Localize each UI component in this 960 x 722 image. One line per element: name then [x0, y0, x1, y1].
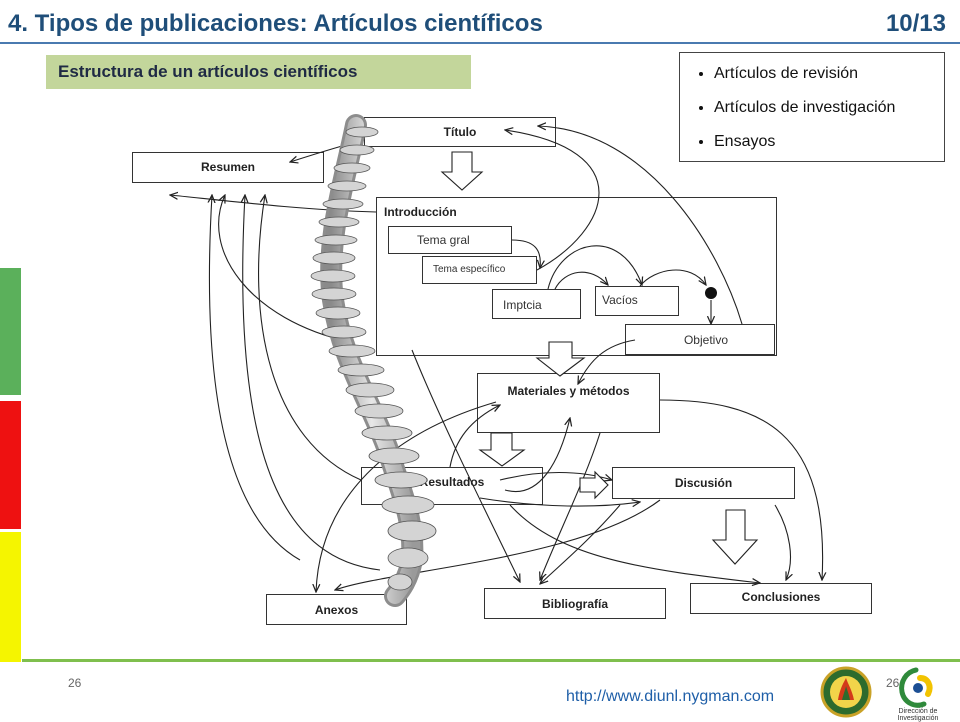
- node-anexos: Anexos: [266, 594, 407, 625]
- side-bar-yellow: [0, 532, 21, 662]
- side-bar-green: [0, 268, 21, 395]
- connector-discusion-biblio: [540, 504, 621, 584]
- block-arrow-discusion-conclusiones: [711, 509, 759, 565]
- connector-results-discusion-low: [479, 497, 640, 506]
- slide-page-number: 10/13: [885, 10, 946, 37]
- block-arrow-intro-materiales: [535, 341, 586, 377]
- slide-title: 4. Tipos de publicaciones: Artículos cie…: [8, 10, 543, 37]
- connector-discusion-conclusiones: [774, 504, 790, 580]
- side-bar-red: [0, 401, 21, 529]
- direccion-investigacion-label: Dirección de Investigación: [897, 708, 939, 722]
- connector-discusion-anexos: [335, 499, 661, 590]
- connector-left-big: [219, 195, 351, 343]
- connector-resultados-discusion: [499, 472, 612, 481]
- footer-divider: [22, 659, 960, 662]
- title-divider: [0, 42, 960, 44]
- article-types-box: Artículos de revisión Artículos de inves…: [679, 52, 945, 162]
- connector-objetivo-materiales: [578, 339, 636, 384]
- connector-anexos-resumen: [209, 195, 301, 561]
- node-objetivo: Objetivo: [625, 324, 775, 355]
- connector-intro-biblio: [411, 349, 520, 582]
- block-arrow-titulo-intro: [440, 151, 484, 191]
- node-imptcia: Imptcia: [492, 289, 581, 319]
- node-tema-gral: Tema gral: [388, 226, 512, 254]
- node-conclusiones: Conclusiones: [690, 583, 872, 614]
- list-item: Ensayos: [714, 131, 934, 153]
- footer-slide-number-left: 26: [68, 676, 82, 690]
- connector-temagral-temaesp: [511, 239, 540, 268]
- footer-url-link[interactable]: http://www.diunl.nygman.com: [566, 688, 775, 705]
- connector-imptcia-vacios: [554, 271, 608, 290]
- connector-imptcia-arc: [547, 245, 642, 290]
- node-discusion: Discusión: [612, 467, 795, 499]
- connector-resultados-materiales: [449, 405, 500, 468]
- direccion-investigacion-logo-icon: [899, 667, 933, 708]
- connector-vacios-dot: [639, 269, 706, 287]
- spine-illustration: [310, 114, 437, 607]
- node-introduccion-label: Introducción: [384, 205, 457, 219]
- node-titulo: Título: [364, 117, 556, 147]
- connector-materiales-biblio: [540, 432, 601, 580]
- connector-objetivo-titulo: [538, 126, 743, 325]
- connector-materiales-conclusiones: [659, 399, 823, 580]
- block-arrow-resultados-discusion: [579, 470, 609, 500]
- node-vacios: Vacíos: [595, 286, 679, 316]
- introduccion-frame: [376, 197, 777, 356]
- block-arrow-materiales-resultados: [478, 432, 526, 467]
- university-seal-icon: [820, 666, 872, 718]
- focus-dot: [705, 287, 717, 299]
- connector-resultados-materiales-arc: [504, 418, 570, 493]
- list-item: Artículos de revisión: [714, 63, 934, 85]
- connector-materiales-anexos: [316, 401, 497, 592]
- list-item: Artículos de investigación: [714, 97, 934, 119]
- node-tema-especifico: Tema específico: [422, 256, 537, 284]
- connector-resultados-conclusiones: [509, 504, 760, 583]
- connector-left-loop: [243, 195, 381, 571]
- node-bibliografia: Bibliografía: [484, 588, 666, 619]
- subtitle-banner: Estructura de un artículos científicos: [46, 55, 471, 89]
- connector-resultados-resumen: [257, 195, 362, 481]
- footer-slide-number-right: 26: [886, 676, 900, 690]
- connector-temaesp-titulo: [505, 130, 600, 271]
- article-types-list: Artículos de revisión Artículos de inves…: [692, 63, 934, 153]
